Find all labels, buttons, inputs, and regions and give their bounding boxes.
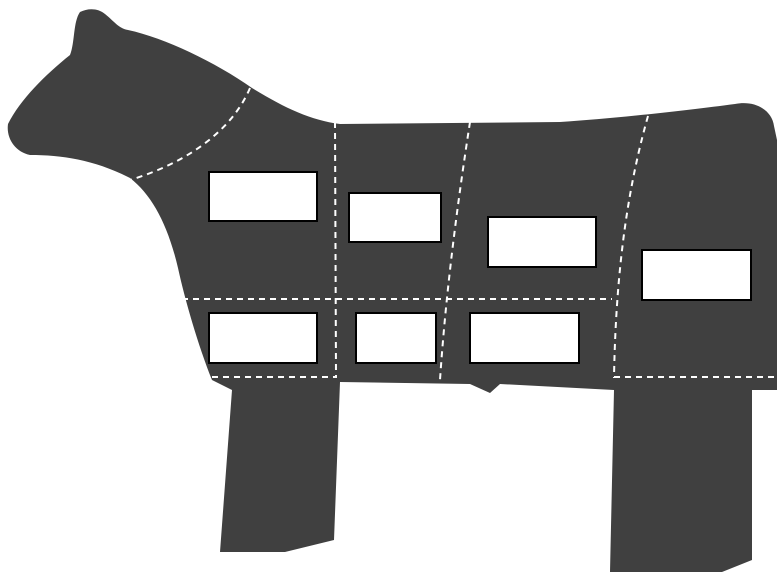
label-box-loin[interactable] [487, 216, 597, 268]
label-box-rib[interactable] [348, 192, 442, 243]
label-box-chuck[interactable] [208, 171, 318, 222]
label-box-plate[interactable] [355, 312, 437, 364]
label-box-flank[interactable] [469, 312, 580, 364]
label-box-brisket[interactable] [208, 312, 318, 364]
label-box-round[interactable] [641, 249, 752, 301]
